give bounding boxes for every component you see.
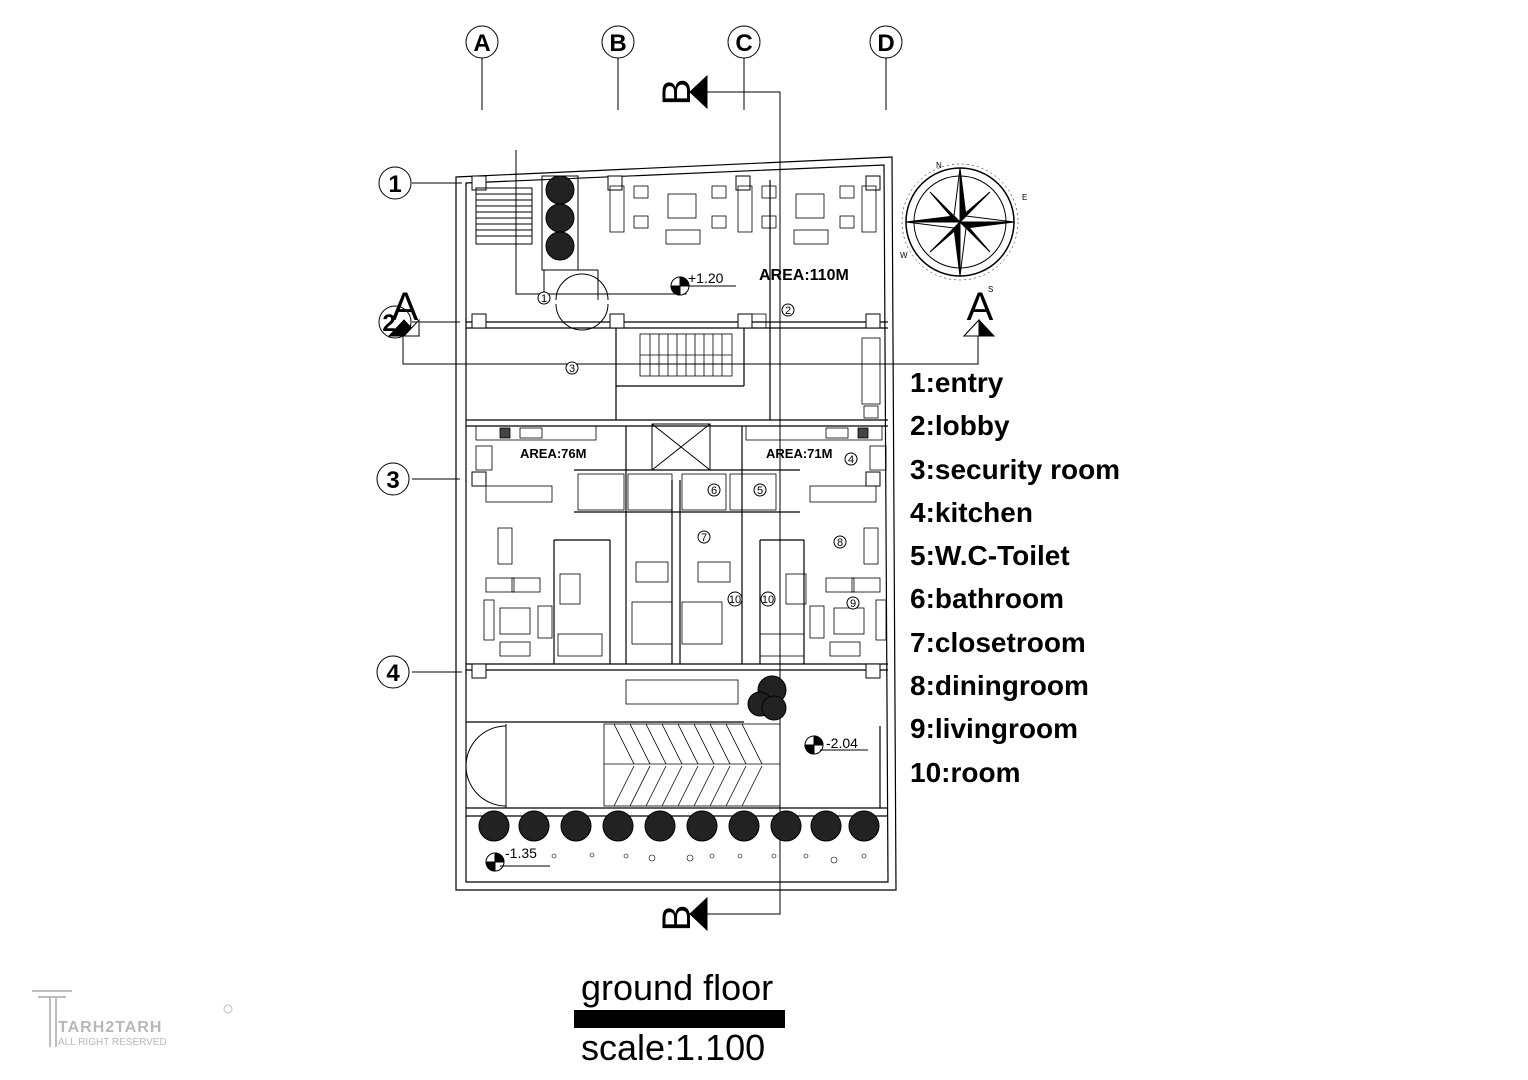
- compass-west-label: W: [900, 251, 908, 260]
- grid-bubble-C: [727, 25, 761, 59]
- room-tag-10b-text: 10: [762, 594, 774, 606]
- legend-item-diningroom: 8:diningroom: [910, 670, 1089, 702]
- room-tag-6-text: 6: [711, 485, 717, 497]
- legend-item-room: 10:room: [910, 756, 1021, 788]
- grid-label-1: 1: [388, 171, 401, 198]
- room-tag-10a: [727, 591, 743, 607]
- room-legend: 1:entry 2:lobby 3:security room 4:kitche…: [910, 366, 1120, 799]
- level-marker-entry: [670, 276, 736, 296]
- compass-south-label: S: [988, 285, 993, 294]
- section-label-A-left: A: [392, 285, 419, 329]
- grid-bubble-D: [869, 25, 903, 59]
- section-marker-A-left: [387, 318, 421, 337]
- grid-bubble-B: [601, 25, 635, 59]
- legend-item-entry: 1:entry: [910, 367, 1004, 398]
- room-tag-4: [844, 452, 858, 466]
- entry-door: [543, 269, 609, 331]
- room-tag-3: [565, 361, 579, 375]
- legend-item-security-room: 3:security room: [910, 453, 1121, 485]
- watermark-rights: ALL RIGHT RESERVED: [58, 1037, 167, 1048]
- section-label-B-bottom: B: [655, 905, 699, 932]
- watermark-logo: [32, 990, 233, 1047]
- legend-item-closetroom: 7:closetroom: [910, 626, 1086, 658]
- grid-bubble-A: [465, 25, 499, 59]
- level-marker-yard-right: [804, 735, 868, 755]
- security-desk: [751, 313, 881, 419]
- grid-bubble-4: [376, 655, 410, 689]
- section-marker-A-right: [962, 318, 996, 337]
- yard-pebbles: [551, 852, 867, 864]
- grid-label-A: A: [473, 30, 490, 57]
- compass-rose-icon: [901, 163, 1019, 281]
- grid-axes: [412, 58, 887, 673]
- grid-bubble-3: [376, 462, 410, 496]
- drawing-scale: scale:1.100: [581, 1027, 766, 1068]
- room-tag-10a-text: 10: [729, 594, 741, 606]
- title-underline-bar: [574, 1010, 785, 1028]
- elevator-shaft: [651, 423, 711, 471]
- drawing-title: ground floor: [581, 967, 774, 1008]
- area-label-upper: AREA:110M: [759, 267, 849, 284]
- structural-columns: [471, 175, 881, 679]
- room-tag-3-text: 3: [569, 363, 575, 375]
- planter-trees-entry: [541, 175, 579, 271]
- room-tag-1: [537, 291, 551, 305]
- level-marker-yard-front: [485, 852, 550, 872]
- legend-item-livingroom: 9:livingroom: [910, 713, 1079, 745]
- room-tag-2: [781, 303, 795, 317]
- entry-stair: [475, 150, 687, 295]
- room-tag-2-text: 2: [785, 305, 791, 317]
- grid-label-D: D: [877, 30, 894, 57]
- room-tag-5: [753, 483, 767, 497]
- room-tag-9: [846, 596, 860, 610]
- room-tag-10b: [760, 591, 776, 607]
- section-label-A-right: A: [967, 285, 994, 329]
- legend-item-lobby: 2:lobby: [910, 410, 1010, 442]
- grid-label-3: 3: [386, 467, 399, 494]
- yard-trees: [478, 675, 880, 842]
- level-text-yard-right: -2.04: [826, 735, 858, 751]
- core-stair: [639, 333, 733, 377]
- unit-left-furniture: [483, 485, 603, 657]
- area-label-right-unit: AREA:71M: [766, 446, 832, 461]
- section-lines: [402, 91, 979, 915]
- driveway-ramp: [603, 679, 781, 807]
- kitchen-left: [475, 425, 597, 471]
- lounge-furniture: [609, 185, 877, 245]
- watermark-name: TARH2TARH: [58, 1019, 163, 1036]
- level-text-entry: +1.20: [688, 270, 724, 286]
- compass-east-label: E: [1022, 193, 1027, 202]
- room-tag-9-text: 9: [850, 598, 856, 610]
- grid-label-4: 4: [386, 660, 400, 687]
- room-tag-8-text: 8: [837, 537, 843, 549]
- level-text-yard-front: -1.35: [505, 845, 537, 861]
- section-label-B-top: B: [655, 79, 699, 106]
- room-tag-4-text: 4: [848, 454, 854, 466]
- room-tag-1-text: 1: [541, 293, 547, 305]
- section-marker-B-top: [689, 74, 708, 110]
- legend-item-bathroom: 6:bathroom: [910, 583, 1064, 615]
- grid-bubble-1: [378, 166, 412, 200]
- room-tag-5-text: 5: [757, 485, 763, 497]
- room-tag-8: [833, 535, 847, 549]
- building-outline: [455, 156, 897, 891]
- gate: [465, 724, 507, 808]
- room-tag-7-text: 7: [701, 532, 707, 544]
- bathrooms: [577, 473, 777, 645]
- kitchen-right: [745, 425, 887, 471]
- grid-label-2: 2: [382, 310, 395, 337]
- room-tag-7: [697, 530, 711, 544]
- section-marker-B-bottom: [689, 896, 708, 932]
- grid-label-C: C: [735, 30, 752, 57]
- room-tag-6: [707, 483, 721, 497]
- area-label-left-unit: AREA:76M: [520, 446, 586, 461]
- legend-item-kitchen: 4:kitchen: [910, 496, 1033, 528]
- legend-item-wc-toilet: 5:W.C-Toilet: [910, 540, 1070, 572]
- compass-north-label: N: [936, 161, 942, 170]
- grid-label-B: B: [609, 30, 626, 57]
